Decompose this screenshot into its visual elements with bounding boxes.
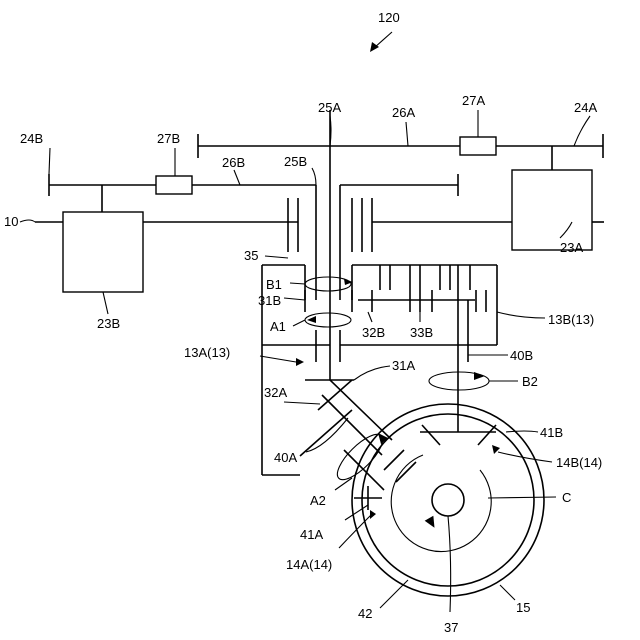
leader-32B bbox=[368, 312, 372, 322]
label-24A: 24A bbox=[574, 100, 597, 115]
label-27A: 27A bbox=[462, 93, 485, 108]
leader-26B bbox=[234, 170, 240, 185]
shaft-40A-line-2 bbox=[300, 410, 352, 456]
leader-42 bbox=[380, 580, 408, 608]
leader-41B bbox=[506, 431, 538, 432]
label-23A: 23A bbox=[560, 240, 583, 255]
leader-31A bbox=[354, 366, 390, 380]
label-37: 37 bbox=[444, 620, 458, 635]
drum-inner-42 bbox=[362, 414, 534, 586]
leader-13A-arrowhead bbox=[296, 358, 304, 366]
rotation-A1-arrowhead bbox=[307, 316, 316, 323]
leader-35 bbox=[265, 256, 288, 258]
label-31A: 31A bbox=[392, 358, 415, 373]
gear-41A-inner-1 bbox=[384, 450, 404, 470]
shaft-40A-line-1 bbox=[322, 395, 382, 455]
label-13A: 13A(13) bbox=[184, 345, 230, 360]
label-15: 15 bbox=[516, 600, 530, 615]
rotation-B2-arrowhead bbox=[474, 372, 485, 380]
figure-ref-label: 120 bbox=[378, 10, 400, 25]
label-A2: A2 bbox=[310, 493, 326, 508]
label-14A: 14A(14) bbox=[286, 557, 332, 572]
label-25A: 25A bbox=[318, 100, 341, 115]
label-B2: B2 bbox=[522, 374, 538, 389]
label-41B: 41B bbox=[540, 425, 563, 440]
label-35: 35 bbox=[244, 248, 258, 263]
label-32B: 32B bbox=[362, 325, 385, 340]
label-26B: 26B bbox=[222, 155, 245, 170]
label-40A: 40A bbox=[274, 450, 297, 465]
rotation-C-arrowhead bbox=[425, 516, 439, 531]
figure-ref-arrowhead bbox=[370, 42, 379, 52]
label-14B: 14B(14) bbox=[556, 455, 602, 470]
gear-41B-tooth-1 bbox=[422, 425, 440, 445]
leader-25B bbox=[312, 168, 316, 185]
label-27B: 27B bbox=[157, 131, 180, 146]
label-B1: B1 bbox=[266, 277, 282, 292]
label-41A: 41A bbox=[300, 527, 323, 542]
leader-B1 bbox=[290, 283, 305, 284]
label-32A: 32A bbox=[264, 385, 287, 400]
label-31B: 31B bbox=[258, 293, 281, 308]
unit-23B bbox=[63, 212, 143, 292]
clutch-27A bbox=[460, 137, 496, 155]
label-A1: A1 bbox=[270, 319, 286, 334]
leader-31B bbox=[284, 298, 305, 300]
leader-C bbox=[488, 497, 556, 498]
label-42: 42 bbox=[358, 606, 372, 621]
hub-37 bbox=[432, 484, 464, 516]
label-24B: 24B bbox=[20, 131, 43, 146]
leader-40A bbox=[306, 418, 348, 452]
leader-23B bbox=[103, 292, 108, 314]
leader-15 bbox=[500, 585, 515, 600]
label-25B: 25B bbox=[284, 154, 307, 169]
unit-23A bbox=[512, 170, 592, 250]
rotation-C bbox=[391, 455, 491, 552]
leader-24A bbox=[574, 116, 590, 146]
clutch-27B bbox=[156, 176, 192, 194]
label-10: 10 bbox=[4, 214, 18, 229]
label-13B: 13B(13) bbox=[548, 312, 594, 327]
label-40B: 40B bbox=[510, 348, 533, 363]
leader-A1 bbox=[293, 320, 305, 326]
label-23B: 23B bbox=[97, 316, 120, 331]
leader-14A-arrowhead bbox=[370, 510, 376, 519]
leader-13A bbox=[260, 356, 296, 362]
leader-26A bbox=[406, 122, 408, 146]
gear-41B-tooth-2 bbox=[478, 425, 496, 445]
label-26A: 26A bbox=[392, 105, 415, 120]
leader-37 bbox=[448, 516, 451, 612]
bevel-shaft-upper bbox=[330, 380, 392, 440]
label-C: C bbox=[562, 490, 571, 505]
leader-13B bbox=[497, 312, 545, 318]
label-33B: 33B bbox=[410, 325, 433, 340]
leader-32A bbox=[284, 402, 320, 404]
leader-10 bbox=[20, 220, 35, 222]
leader-24B bbox=[49, 148, 50, 174]
gear-41A-inner-2 bbox=[396, 462, 416, 482]
